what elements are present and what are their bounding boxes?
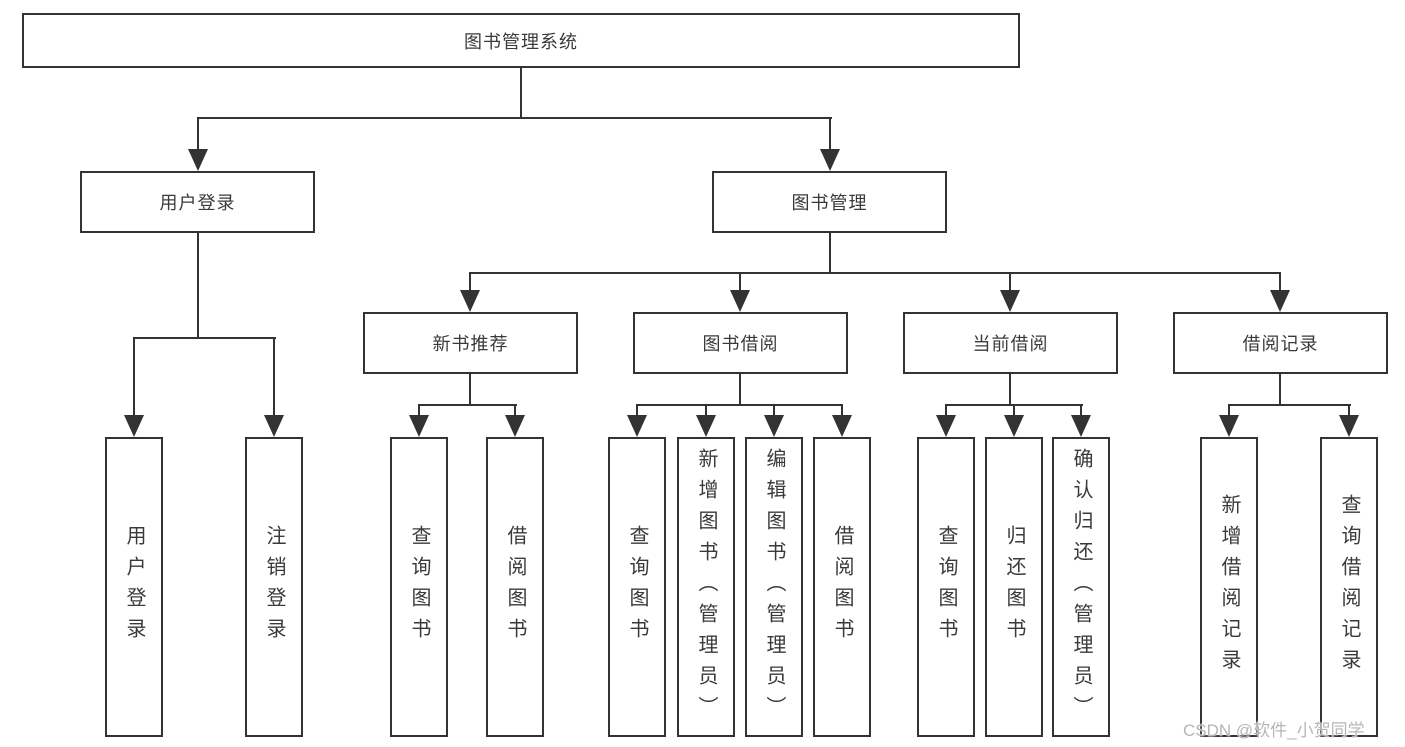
- connector-line: [1278, 272, 1282, 292]
- arrow-down-icon: [124, 415, 144, 437]
- connector-line: [840, 404, 844, 417]
- leaf-current-return: 归还图书: [985, 437, 1043, 737]
- leaf-record-add: 新增借阅记录: [1200, 437, 1258, 737]
- leaf-user-login: 用户登录: [105, 437, 163, 737]
- leaf-borrow-edit-admin: 编辑图书（管理员）: [745, 437, 803, 737]
- leaf-borrow-add-admin: 新增图书（管理员）: [677, 437, 735, 737]
- connector-line: [196, 117, 200, 151]
- leaf-current-query: 查询图书: [917, 437, 975, 737]
- leaf-record-query: 查询借阅记录: [1320, 437, 1378, 737]
- leaf-newbook-query: 查询图书: [390, 437, 448, 737]
- node-new-book-recommend: 新书推荐: [363, 312, 578, 374]
- leaf-newbook-borrow: 借阅图书: [486, 437, 544, 737]
- connector-line: [828, 117, 832, 151]
- connector-line: [519, 68, 523, 117]
- connector-line: [419, 403, 517, 406]
- arrow-down-icon: [764, 415, 784, 437]
- connector-line: [1079, 404, 1083, 417]
- arrow-down-icon: [820, 149, 840, 171]
- connector-line: [198, 116, 832, 119]
- node-user-login: 用户登录: [80, 171, 315, 233]
- leaf-logout: 注销登录: [245, 437, 303, 737]
- arrow-down-icon: [409, 415, 429, 437]
- leaf-borrow-borrow: 借阅图书: [813, 437, 871, 737]
- connector-line: [132, 337, 136, 417]
- arrow-down-icon: [627, 415, 647, 437]
- connector-line: [738, 374, 742, 405]
- connector-line: [944, 404, 948, 417]
- arrow-down-icon: [696, 415, 716, 437]
- connector-line: [704, 404, 708, 417]
- connector-line: [134, 336, 276, 339]
- arrow-down-icon: [1004, 415, 1024, 437]
- connector-line: [468, 272, 472, 292]
- connector-line: [1278, 374, 1282, 405]
- connector-line: [513, 404, 517, 417]
- arrow-down-icon: [1339, 415, 1359, 437]
- arrow-down-icon: [264, 415, 284, 437]
- connector-line: [468, 374, 472, 405]
- node-book-management: 图书管理: [712, 171, 947, 233]
- node-book-borrow: 图书借阅: [633, 312, 848, 374]
- connector-line: [1347, 404, 1351, 417]
- arrow-down-icon: [936, 415, 956, 437]
- connector-line: [1229, 403, 1351, 406]
- leaf-current-confirm-admin: 确认归还（管理员）: [1052, 437, 1110, 737]
- connector-line: [828, 233, 832, 272]
- node-current-borrow: 当前借阅: [903, 312, 1118, 374]
- connector-line: [1227, 404, 1231, 417]
- node-root: 图书管理系统: [22, 13, 1020, 68]
- connector-line: [1008, 272, 1012, 292]
- arrow-down-icon: [460, 290, 480, 312]
- leaf-borrow-query: 查询图书: [608, 437, 666, 737]
- node-borrow-records: 借阅记录: [1173, 312, 1388, 374]
- arrow-down-icon: [832, 415, 852, 437]
- connector-line: [470, 271, 1281, 274]
- arrow-down-icon: [1071, 415, 1091, 437]
- connector-line: [637, 403, 843, 406]
- connector-line: [738, 272, 742, 292]
- arrow-down-icon: [1270, 290, 1290, 312]
- csdn-watermark: CSDN @软件_小贺同学: [1183, 721, 1365, 740]
- arrow-down-icon: [1000, 290, 1020, 312]
- connector-line: [1008, 374, 1012, 405]
- arrow-down-icon: [188, 149, 208, 171]
- arrow-down-icon: [1219, 415, 1239, 437]
- arrow-down-icon: [505, 415, 525, 437]
- connector-line: [196, 233, 200, 337]
- connector-line: [772, 404, 776, 417]
- connector-line: [1012, 404, 1016, 417]
- connector-line: [417, 404, 421, 417]
- arrow-down-icon: [730, 290, 750, 312]
- connector-line: [635, 404, 639, 417]
- connector-line: [272, 337, 276, 417]
